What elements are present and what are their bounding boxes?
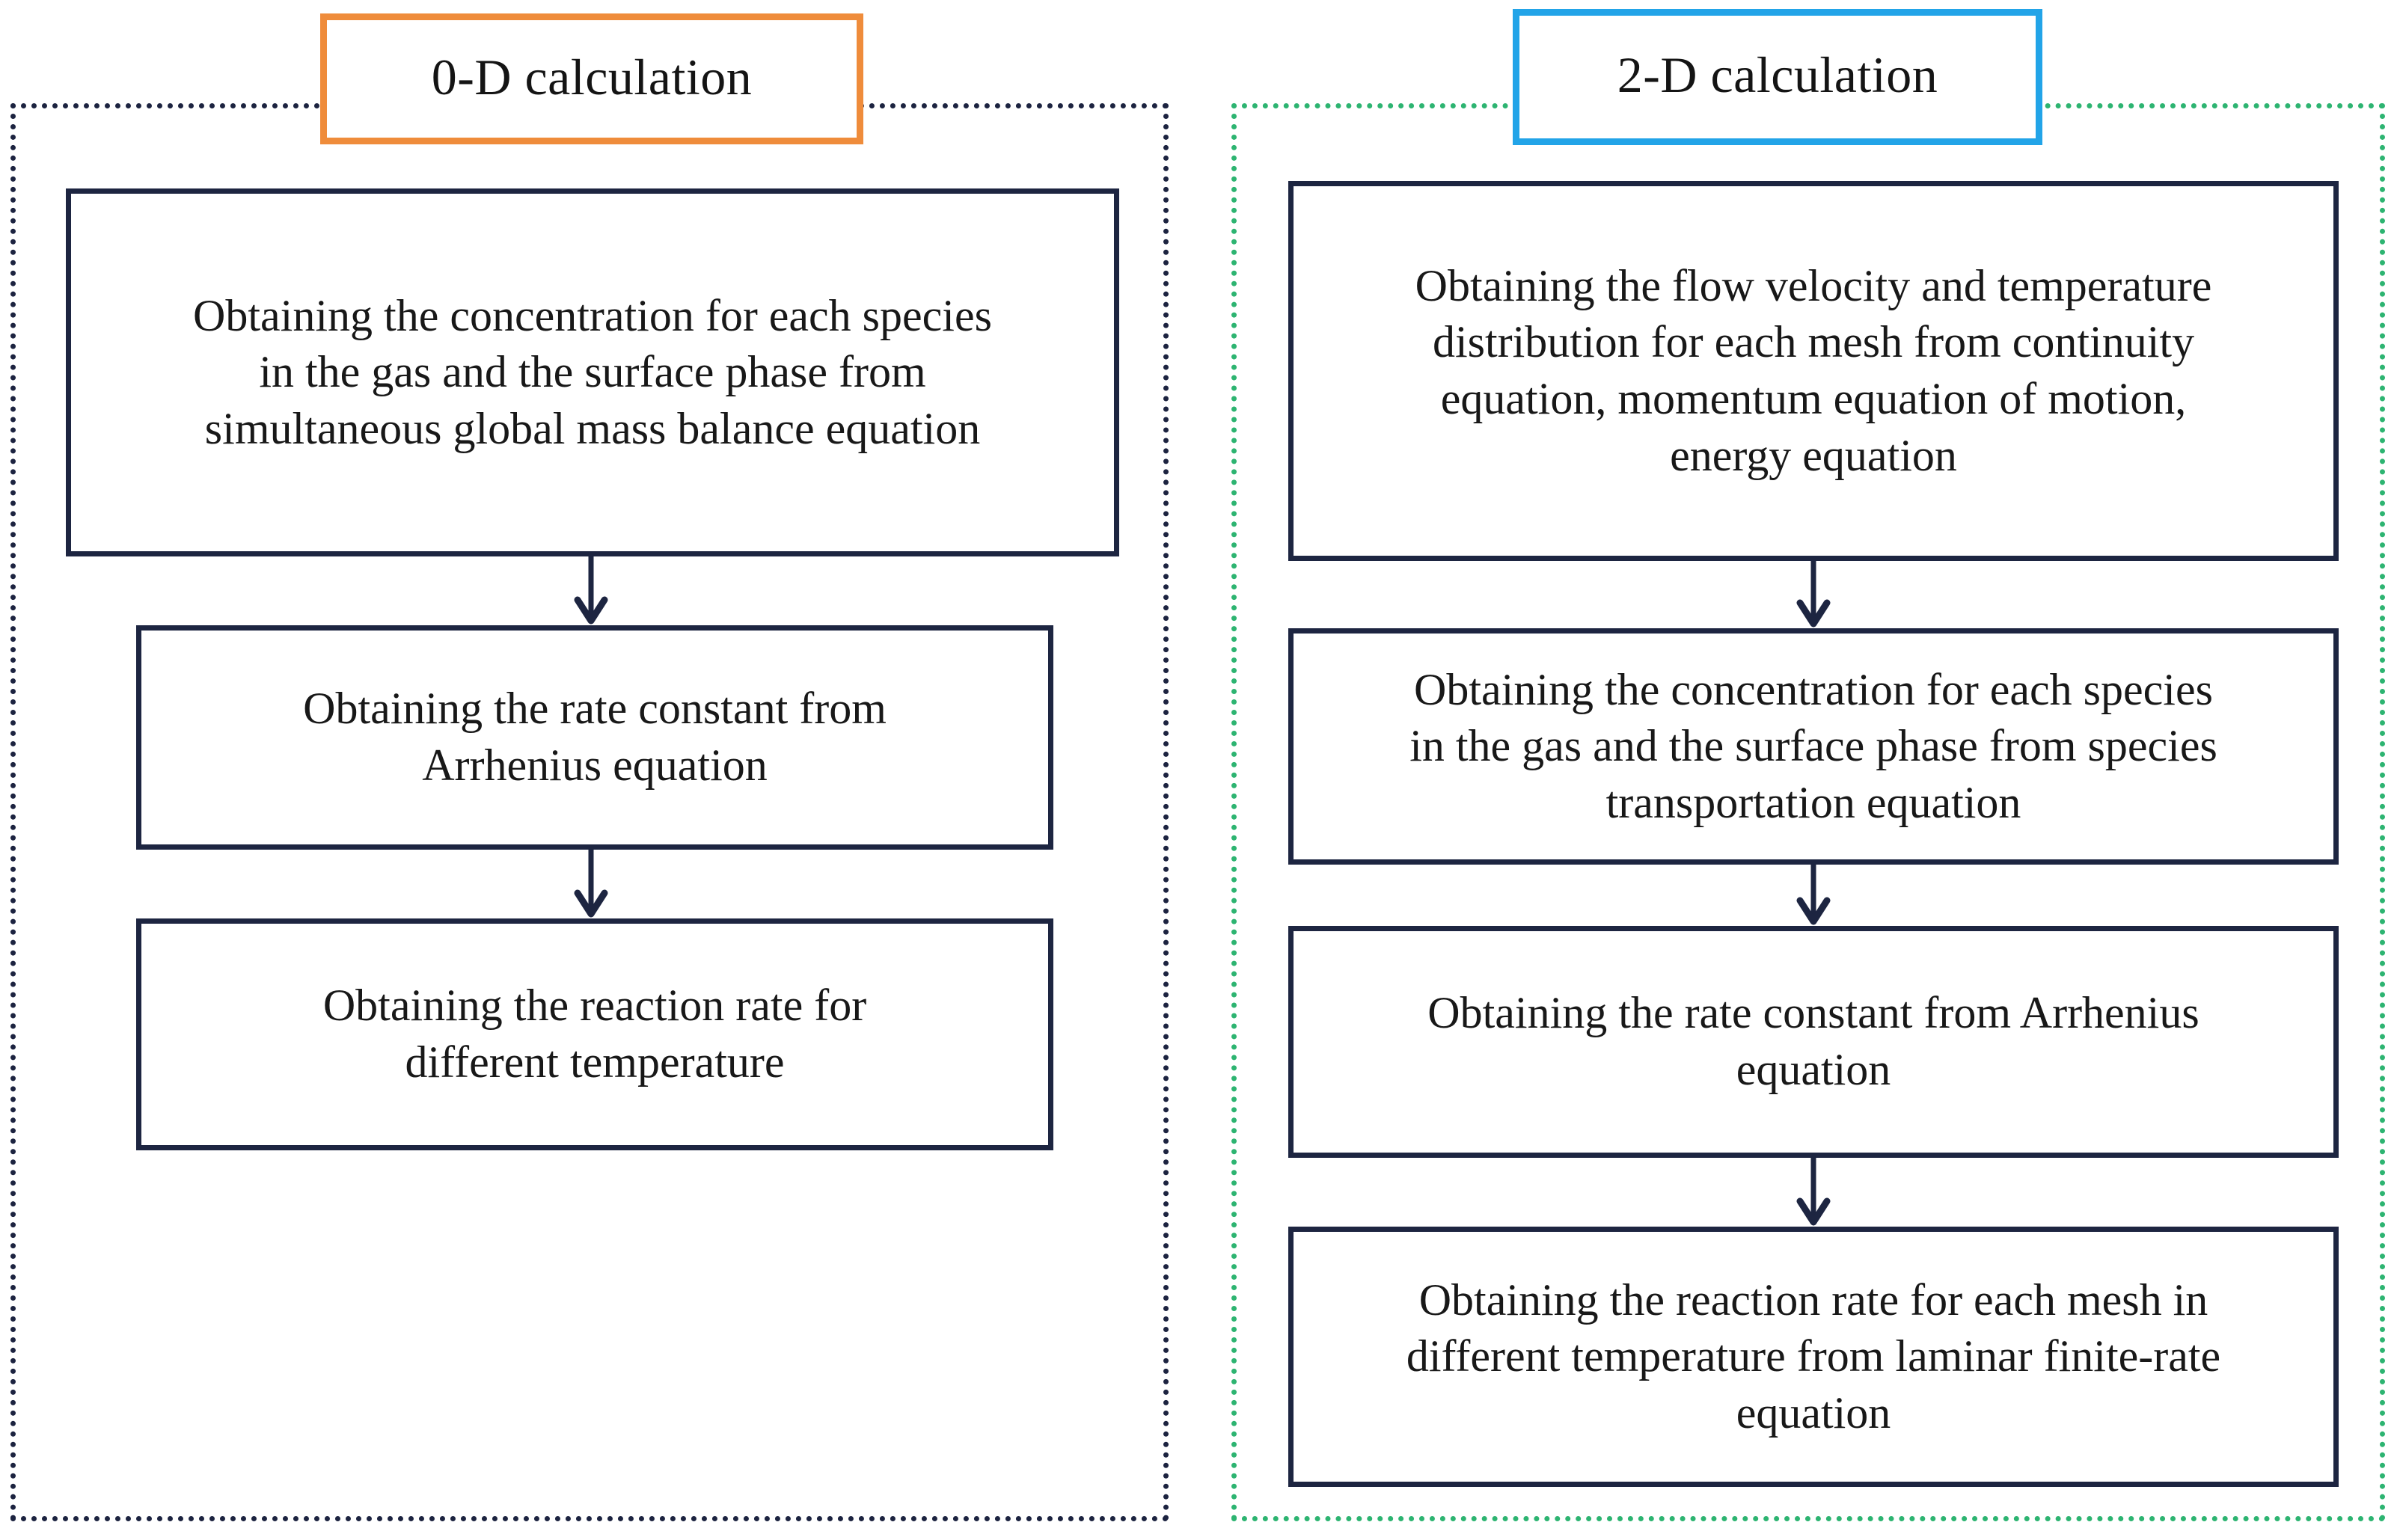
process-box: Obtaining the reaction rate for each mes… bbox=[1288, 1227, 2339, 1487]
arrow-down-icon bbox=[1791, 865, 1836, 926]
arrow-down-icon bbox=[1791, 561, 1836, 628]
panel-title-zero-d-label: 0-D calculation bbox=[431, 48, 753, 105]
process-box: Obtaining the reaction rate for differen… bbox=[136, 918, 1053, 1150]
process-box-text: Obtaining the rate constant from Arrheni… bbox=[303, 684, 887, 790]
process-box-text: Obtaining the flow velocity and temperat… bbox=[1415, 260, 2212, 480]
process-box: Obtaining the rate constant from Arrheni… bbox=[1288, 926, 2339, 1158]
arrow-down-icon bbox=[569, 556, 613, 625]
process-box-text: Obtaining the concentration for each spe… bbox=[193, 290, 992, 453]
process-box-text: Obtaining the reaction rate for each mes… bbox=[1406, 1274, 2221, 1438]
panel-title-two-d: 2-D calculation bbox=[1513, 9, 2042, 145]
process-box-text: Obtaining the concentration for each spe… bbox=[1409, 664, 2217, 827]
panel-title-two-d-label: 2-D calculation bbox=[1617, 46, 1938, 103]
panel-title-zero-d: 0-D calculation bbox=[320, 13, 863, 144]
arrow-down-icon bbox=[569, 850, 613, 918]
process-box: Obtaining the concentration for each spe… bbox=[66, 188, 1119, 556]
process-box: Obtaining the rate constant from Arrheni… bbox=[136, 625, 1053, 850]
process-box-text: Obtaining the rate constant from Arrheni… bbox=[1427, 988, 2199, 1094]
arrow-down-icon bbox=[1791, 1158, 1836, 1227]
process-box: Obtaining the flow velocity and temperat… bbox=[1288, 181, 2339, 561]
process-box: Obtaining the concentration for each spe… bbox=[1288, 628, 2339, 865]
process-box-text: Obtaining the reaction rate for differen… bbox=[322, 981, 867, 1087]
